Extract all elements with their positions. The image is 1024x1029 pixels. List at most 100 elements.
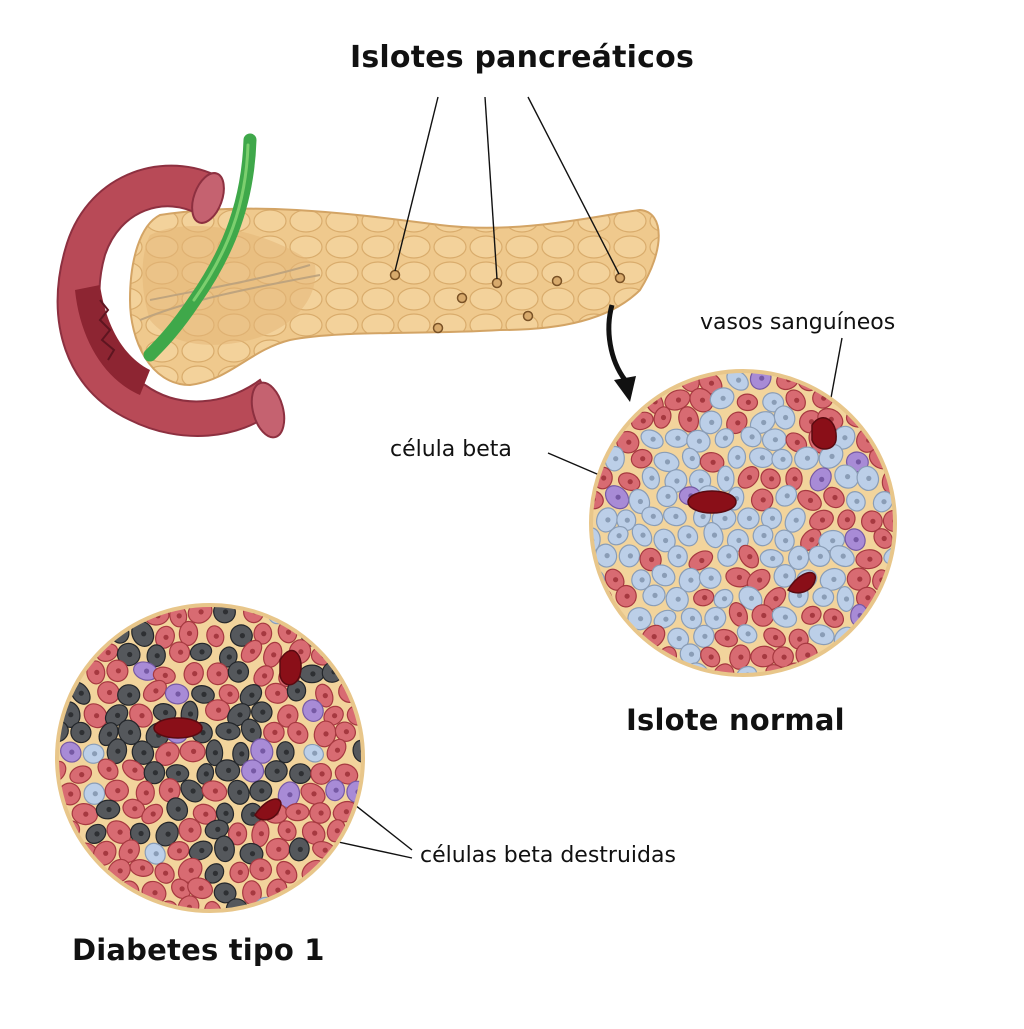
cell-nucleus — [843, 596, 850, 602]
cell-nucleus — [867, 556, 873, 562]
cell-nucleus — [298, 649, 304, 655]
cell-nucleus — [343, 809, 349, 815]
cell-nucleus — [674, 478, 680, 484]
cell-nucleus — [162, 672, 168, 679]
cell-nucleus — [127, 729, 134, 735]
cell-nucleus — [203, 771, 209, 777]
cell-nucleus — [117, 829, 123, 835]
cell-nucleus — [192, 671, 198, 677]
cell-nucleus — [663, 616, 669, 622]
cell-nucleus — [760, 497, 766, 503]
cell-nucleus — [830, 538, 836, 544]
cell-nucleus — [309, 630, 315, 637]
cell-nucleus — [343, 729, 349, 735]
leader-line-beta — [547, 452, 605, 478]
cell-nucleus — [106, 806, 112, 813]
cell-nucleus — [651, 634, 657, 640]
cell-nucleus — [722, 435, 729, 441]
cell-nucleus — [215, 826, 221, 833]
pancreatic-islets — [389, 269, 626, 334]
cell-nucleus — [857, 576, 863, 582]
cell-nucleus — [179, 886, 185, 892]
cell-nucleus — [310, 671, 316, 677]
beta-cell — [736, 665, 758, 675]
duodenum-opening-top — [191, 172, 225, 224]
diabetes-islet-outline — [55, 603, 365, 913]
cell-nucleus — [150, 811, 156, 817]
cell-nucleus — [809, 537, 815, 543]
cell-nucleus — [322, 847, 328, 853]
cell-nucleus — [92, 751, 98, 757]
leader-line-islet-3 — [527, 96, 620, 275]
cell-nucleus — [251, 768, 257, 774]
cell-nucleus — [259, 788, 265, 794]
blood-vessel — [279, 649, 302, 686]
cell-nucleus — [696, 438, 703, 444]
cell-nucleus — [722, 515, 728, 522]
blood-vessel — [254, 798, 282, 821]
cell-nucleus — [807, 497, 814, 503]
leader-line-islet-2 — [484, 96, 498, 280]
cell-nucleus — [769, 476, 775, 482]
cell-nucleus — [726, 553, 732, 559]
cell-nucleus — [746, 515, 753, 522]
blood-vessel — [786, 571, 816, 594]
cell-nucleus — [736, 574, 743, 581]
islet-dot — [432, 322, 444, 334]
cell-nucleus — [870, 518, 876, 524]
cell-nucleus — [286, 713, 292, 719]
cell-nucleus — [592, 576, 598, 582]
cell-nucleus — [736, 611, 743, 618]
cell-nucleus — [140, 865, 146, 871]
cell-nucleus — [92, 791, 98, 797]
cell-nucleus — [698, 477, 704, 484]
cell-nucleus — [283, 749, 289, 755]
label-destroyed-cells: células beta destruidas — [420, 843, 676, 868]
cell-nucleus — [639, 577, 645, 583]
cell-nucleus — [163, 634, 169, 640]
cell-nucleus — [334, 747, 341, 753]
cell-nucleus — [708, 575, 714, 581]
cell-nucleus — [311, 791, 317, 797]
cell-nucleus — [216, 671, 222, 677]
cell-nucleus — [804, 455, 811, 461]
cell-nucleus — [332, 713, 338, 719]
cell-nucleus — [626, 439, 632, 445]
cell-nucleus — [200, 730, 206, 736]
title: Islotes pancreáticos — [349, 40, 695, 75]
cell-nucleus — [188, 827, 194, 833]
cell-nucleus — [188, 867, 194, 873]
cell-nucleus — [322, 693, 328, 699]
cell-nucleus — [853, 537, 859, 543]
islet-dot — [491, 277, 503, 289]
cell-nucleus — [212, 870, 218, 877]
cell-nucleus — [115, 788, 121, 794]
cell-nucleus — [294, 688, 301, 694]
cell-nucleus — [783, 538, 789, 544]
cell-nucleus — [757, 577, 763, 583]
cell-nucleus — [711, 532, 718, 538]
cell-nucleus — [604, 553, 610, 559]
cell-nucleus — [165, 831, 171, 837]
cell-nucleus — [153, 688, 159, 694]
cell-nucleus — [819, 517, 826, 523]
cell-nucleus — [285, 629, 292, 635]
cell-nucleus — [274, 768, 280, 774]
cell-nucleus — [708, 380, 715, 386]
cell-nucleus — [285, 869, 291, 875]
bile-duct-highlight — [192, 143, 250, 302]
cell-nucleus — [258, 831, 264, 837]
cell-nucleus — [144, 668, 150, 674]
cell-nucleus — [696, 670, 702, 675]
cell-nucleus — [115, 712, 121, 719]
cell-nucleus — [613, 456, 619, 462]
cell-nucleus — [761, 612, 767, 619]
cell-nucleus — [236, 669, 242, 675]
islet-dot — [522, 310, 534, 322]
cell-nucleus — [796, 592, 803, 599]
cell-nucleus — [832, 494, 838, 501]
cell-nucleus — [665, 493, 671, 499]
cell-nucleus — [166, 908, 172, 911]
cell-nucleus — [781, 654, 787, 660]
cell-nucleus — [227, 691, 233, 697]
